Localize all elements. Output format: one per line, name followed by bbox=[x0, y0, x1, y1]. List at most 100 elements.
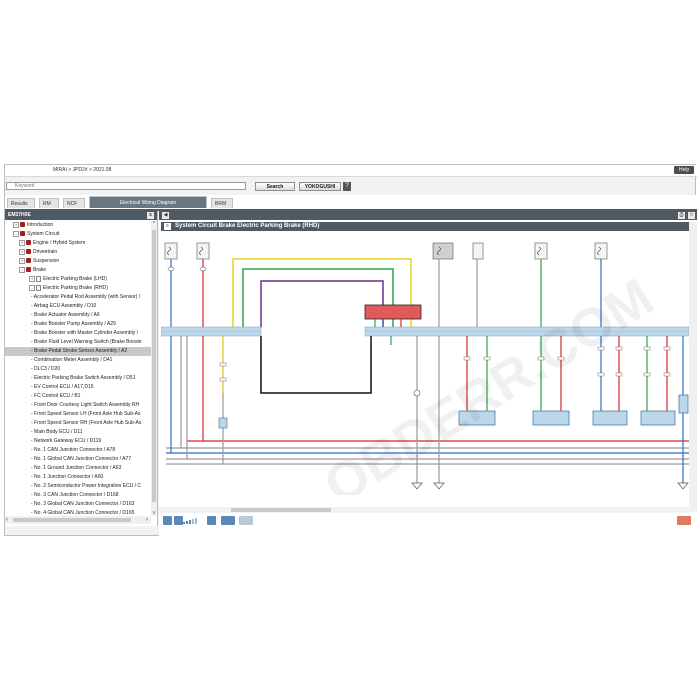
tree-item[interactable]: - Brake Booster Pump Assembly / A29 bbox=[5, 320, 151, 329]
tree-item-label: - Airbag ECU Assembly / D10 bbox=[31, 303, 97, 309]
tree-item[interactable]: - No. 2 Semiconductor Power Integration … bbox=[5, 482, 151, 491]
page-icon[interactable] bbox=[239, 516, 253, 525]
tree-item[interactable]: - No. 1 Global CAN Junction Connector / … bbox=[5, 455, 151, 464]
tree-item[interactable]: - Front Speed Sensor LH (Front Axle Hub … bbox=[5, 410, 151, 419]
tree-item[interactable]: + Electric Parking Brake (LHD) bbox=[5, 275, 151, 284]
search-row: Search YOKOGUSHI ? bbox=[5, 181, 697, 193]
diagram-horizontal-scrollbar[interactable] bbox=[159, 507, 689, 513]
expand-icon[interactable]: + bbox=[19, 257, 25, 264]
tree-item-label: - Front Speed Sensor RH (Front Axle Hub … bbox=[31, 420, 142, 426]
close-icon[interactable]: x bbox=[147, 212, 154, 219]
tree-item-label: - No. 1 CAN Junction Connector / A78 bbox=[31, 447, 116, 453]
book-icon bbox=[20, 231, 25, 237]
diagram-vertical-scrollbar[interactable] bbox=[689, 222, 697, 512]
tree-item-label: - Brake Booster Pump Assembly / A29 bbox=[31, 321, 116, 327]
tree-item-label: - Brake Actuator Assembly / A6 bbox=[31, 312, 100, 318]
connector-pin bbox=[643, 346, 651, 351]
scrollbar-thumb[interactable] bbox=[152, 230, 156, 502]
ground-icon bbox=[433, 482, 445, 490]
tree-item[interactable]: - Airbag ECU Assembly / D10 bbox=[5, 302, 151, 311]
diagram-title: System Circuit Brake Electric Parking Br… bbox=[175, 223, 320, 229]
tree-item[interactable]: +Suspension bbox=[5, 257, 151, 266]
search-button[interactable]: Search bbox=[255, 182, 295, 191]
fuse-symbol bbox=[597, 246, 601, 256]
expand-icon[interactable]: + bbox=[19, 239, 25, 246]
tree-item[interactable]: - No. 4 Global CAN Junction Connector / … bbox=[5, 509, 151, 516]
diagram-pane: ◀ ⎙ □ ≡ System Circuit Brake Electric Pa… bbox=[159, 211, 697, 536]
tree-item-label: - No. 1 Global CAN Junction Connector / … bbox=[31, 456, 132, 462]
tab-results[interactable]: Results bbox=[7, 198, 35, 208]
tree-item[interactable]: - Brake Fluid Level Warning Switch (Brak… bbox=[5, 338, 151, 347]
fit-page-icon[interactable] bbox=[207, 516, 216, 525]
vertical-scrollbar[interactable]: ^ v bbox=[151, 221, 157, 516]
expand-icon[interactable]: + bbox=[13, 221, 19, 228]
scrollbar-thumb[interactable] bbox=[231, 508, 331, 512]
print-icon[interactable]: ⎙ bbox=[678, 212, 685, 219]
expand-icon[interactable]: - bbox=[19, 266, 25, 273]
expand-icon[interactable]: + bbox=[19, 248, 25, 255]
tree-item[interactable]: - DLC3 / D20 bbox=[5, 365, 151, 374]
app-window: MIRAI > JPD2# > 2021.08 Help Search YOKO… bbox=[4, 164, 697, 536]
tree-item[interactable]: - No. 1 CAN Junction Connector / A78 bbox=[5, 446, 151, 455]
fuse-symbol bbox=[199, 246, 203, 256]
horizontal-scrollbar[interactable]: ‹ › bbox=[5, 516, 151, 524]
tree-item[interactable]: - Front Door Courtesy Light Switch Assem… bbox=[5, 401, 151, 410]
tree-item[interactable]: - Combination Meter Assembly / D41 bbox=[5, 356, 151, 365]
tree-item[interactable]: - Accelerator Pedal Rod Assembly (with S… bbox=[5, 293, 151, 302]
tree-item[interactable]: - Brake Actuator Assembly / A6 bbox=[5, 311, 151, 320]
tab-rm[interactable]: RM bbox=[39, 198, 59, 208]
tree-item[interactable]: -Brake bbox=[5, 266, 151, 275]
expand-icon[interactable]: + bbox=[29, 275, 35, 282]
connector-pin bbox=[663, 372, 671, 377]
navigate-icon[interactable] bbox=[221, 516, 235, 525]
tree-item[interactable]: - EV Control ECU / A17,D15 bbox=[5, 383, 151, 392]
zoom-out-icon[interactable] bbox=[174, 516, 183, 525]
search-input[interactable] bbox=[6, 182, 246, 190]
book-icon bbox=[26, 249, 31, 255]
tree-item[interactable]: +Introduction bbox=[5, 221, 151, 230]
tree-item[interactable]: - Front Speed Sensor RH (Front Axle Hub … bbox=[5, 419, 151, 428]
scroll-right-icon[interactable]: › bbox=[146, 517, 148, 523]
fuse-box bbox=[472, 242, 484, 260]
top-bar: MIRAI > JPD2# > 2021.08 Help bbox=[5, 165, 697, 177]
tree-item[interactable]: - Brake Pedal Stroke Sensor Assembly / A… bbox=[5, 347, 151, 356]
tree-item[interactable]: - No. 3 Global CAN Junction Connector / … bbox=[5, 500, 151, 509]
scrollbar-thumb[interactable] bbox=[13, 518, 131, 522]
tree-item[interactable]: - Electric Parking Brake Switch Assembly… bbox=[5, 374, 151, 383]
tree-item[interactable]: - No. 1 Junction Connector / A60 bbox=[5, 473, 151, 482]
connector-pin bbox=[167, 266, 175, 272]
zoom-in-icon[interactable] bbox=[163, 516, 172, 525]
help-icon[interactable]: ? bbox=[343, 182, 351, 191]
expand-icon[interactable]: - bbox=[13, 230, 19, 237]
tree-item-label: Electric Parking Brake (LHD) bbox=[43, 276, 107, 282]
tab-electrical-wiring-diagram[interactable]: Electrical Wiring Diagram bbox=[89, 196, 207, 208]
expand-icon[interactable]: - bbox=[29, 284, 35, 291]
tree-item[interactable]: +Engine / Hybrid System bbox=[5, 239, 151, 248]
wiring-diagram[interactable]: OBDERR.COM bbox=[161, 233, 689, 495]
scroll-left-icon[interactable]: ‹ bbox=[6, 517, 8, 523]
tree-item[interactable]: - No. 1 Ground Junction Connector / A63 bbox=[5, 464, 151, 473]
warning-icon[interactable] bbox=[677, 516, 691, 525]
chevron-left-icon[interactable]: ◀ bbox=[162, 212, 169, 219]
tab-brm[interactable]: BRM bbox=[211, 198, 233, 208]
diagram-title-bar: ≡ System Circuit Brake Electric Parking … bbox=[161, 222, 691, 231]
tree-item-label: - Brake Pedal Stroke Sensor Assembly / A… bbox=[31, 348, 128, 354]
tree-item[interactable]: - No. 3 CAN Junction Connector / D168 bbox=[5, 491, 151, 500]
tree-item-label: - Main Body ECU / D11 bbox=[31, 429, 83, 435]
help-button[interactable]: Help bbox=[674, 166, 694, 174]
tab-ncf[interactable]: NCF bbox=[63, 198, 85, 208]
connector-pin bbox=[615, 346, 623, 351]
tree-item[interactable]: - Network Gateway ECU / D119 bbox=[5, 437, 151, 446]
tree-item[interactable]: - Brake Booster with Master Cylinder Ass… bbox=[5, 329, 151, 338]
tree-item[interactable]: -System Circuit bbox=[5, 230, 151, 239]
tree-item[interactable]: -Electric Parking Brake (RHD) bbox=[5, 284, 151, 293]
scroll-up-icon[interactable]: ^ bbox=[152, 221, 156, 227]
tree-item[interactable]: - Main Body ECU / D11 bbox=[5, 428, 151, 437]
tree-item[interactable]: +Driveetrain bbox=[5, 248, 151, 257]
fuse-symbol bbox=[537, 246, 541, 256]
scroll-down-icon[interactable]: v bbox=[152, 510, 156, 516]
yokogushi-button[interactable]: YOKOGUSHI bbox=[299, 182, 341, 191]
connector-pin bbox=[199, 266, 207, 272]
popout-icon[interactable]: □ bbox=[688, 212, 695, 219]
tree-item[interactable]: - FC Control ECU / B1 bbox=[5, 392, 151, 401]
